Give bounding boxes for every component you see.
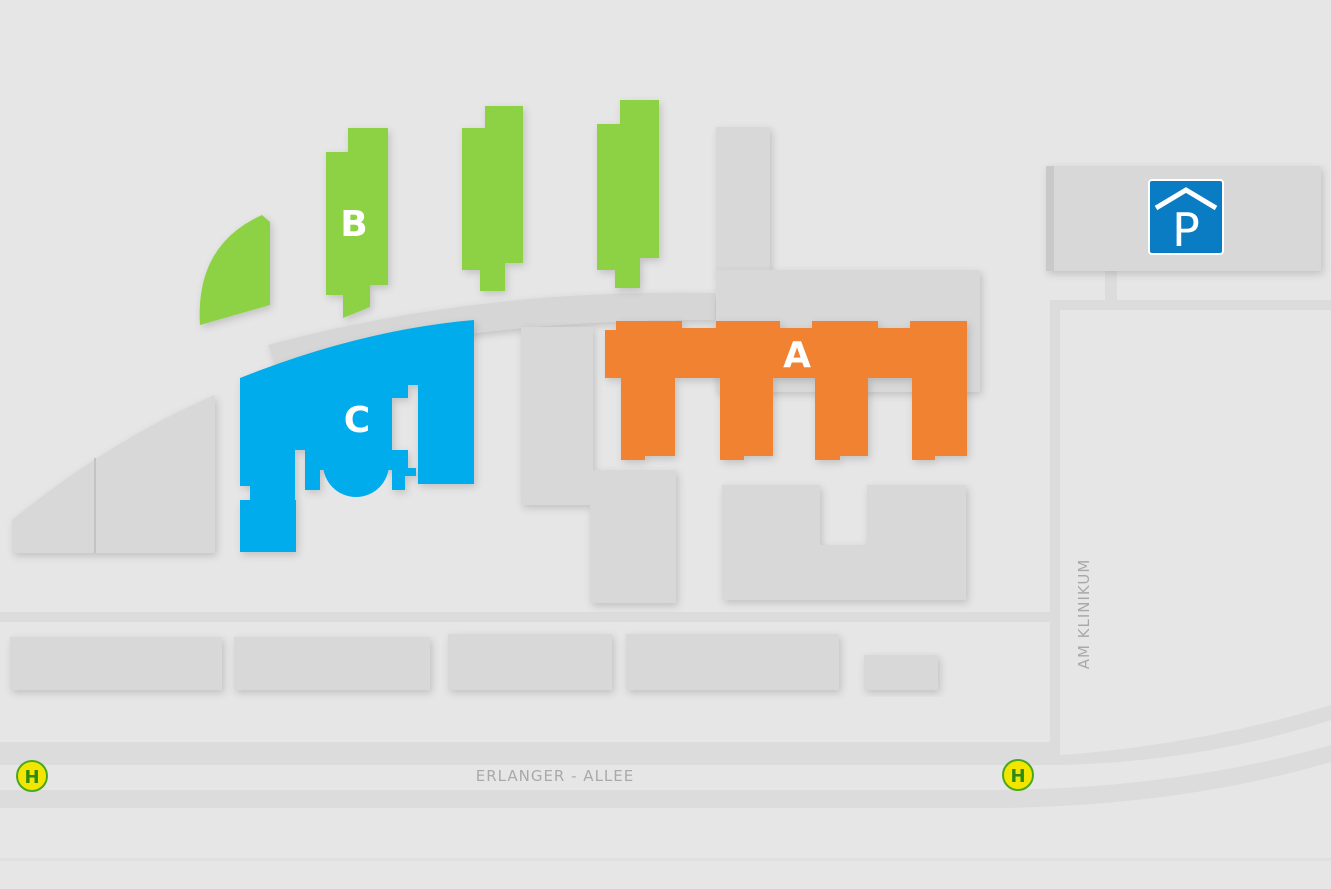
building-c-label: C xyxy=(344,400,370,441)
parking-access-road xyxy=(1060,300,1331,310)
building-c-dome xyxy=(323,431,389,497)
parking-garage-side xyxy=(1046,166,1054,271)
parking-garage-icon[interactable]: P xyxy=(1148,179,1224,257)
building-b-label: B xyxy=(340,204,367,245)
building-c-notch-1 xyxy=(296,380,308,398)
bus-stop-letter: H xyxy=(1010,766,1025,787)
building-b[interactable]: B xyxy=(199,100,659,325)
side-road-am-klinikum xyxy=(1050,300,1060,745)
south-row-building-3 xyxy=(448,634,612,690)
e-shaped-building xyxy=(722,485,966,600)
roads xyxy=(0,265,1331,861)
street-label-erlanger-allee: ERLANGER - ALLEE xyxy=(476,767,635,785)
building-c-notch-2 xyxy=(318,380,328,398)
building-a-label: A xyxy=(783,335,811,376)
building-b-wing-3 xyxy=(597,100,659,288)
road-edge xyxy=(0,858,1331,861)
bus-stop-icon xyxy=(16,760,48,792)
building-b-wing-1 xyxy=(326,128,388,318)
road-lower-lane xyxy=(0,745,1331,808)
building-c[interactable]: C xyxy=(240,320,474,552)
south-row-building-2 xyxy=(234,637,430,690)
road-upper-lane xyxy=(0,705,1331,765)
parking-driveway xyxy=(1105,265,1117,305)
building-b-wing-2 xyxy=(462,106,523,291)
west-wing-building xyxy=(12,395,215,553)
bus-stop-west[interactable]: H xyxy=(16,760,48,792)
street-label-am-klinikum: AM KLINIKUM xyxy=(1075,559,1093,670)
building-b-rotunda xyxy=(199,215,270,325)
building-a[interactable]: A xyxy=(605,321,967,460)
building-c-notch-3 xyxy=(393,380,405,398)
l-shaped-building xyxy=(521,327,676,603)
building-a-body xyxy=(605,321,967,460)
south-row-building-5 xyxy=(864,655,938,690)
connector-walkway xyxy=(268,292,715,370)
bus-stop-icon xyxy=(1002,759,1034,791)
bus-stop-letter: H xyxy=(24,767,39,788)
parking-letter: P xyxy=(1172,203,1200,257)
parking-garage[interactable]: P xyxy=(1046,166,1321,271)
inner-road xyxy=(0,612,1060,622)
south-row-building-4 xyxy=(626,634,839,690)
parking-roof-glyph xyxy=(1154,187,1218,211)
bus-stop-east[interactable]: H xyxy=(1002,759,1034,791)
north-tower xyxy=(716,127,770,272)
south-row-building-1 xyxy=(10,637,222,690)
